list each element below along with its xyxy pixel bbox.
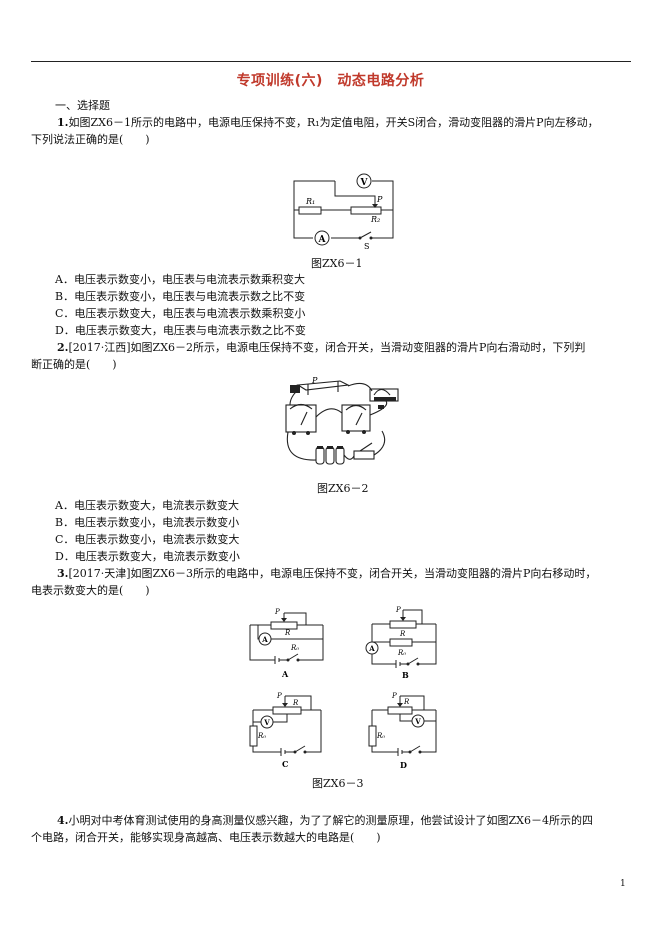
question-number: 4. [57, 814, 69, 827]
p-label: P [376, 195, 383, 204]
r2-label: R₂ [370, 215, 380, 224]
question-3-line-2: 电表示数变大的是( ) [31, 584, 150, 597]
question-4-line-2: 个电路，闭合开关，能够实现身高越高、电压表示数越大的电路是( ) [31, 831, 381, 844]
question-4-line-1: 4.小明对中考体育测试使用的身高测量仪感兴趣，为了了解它的测量原理，他尝试设计了… [57, 812, 593, 829]
option-b: B．电压表示数变小，电流表示数变小 [55, 516, 240, 529]
question-1-line-1: 1.如图ZX6－1所示的电路中，电源电压保持不变，R₁为定值电阻，开关S闭合，滑… [57, 114, 599, 131]
voltmeter-label: V [414, 717, 421, 726]
question-2-line-2: 断正确的是( ) [31, 358, 117, 371]
circuit-label-a: A [281, 669, 289, 679]
r-label: R [399, 630, 406, 638]
r0-label: R₀ [290, 644, 299, 652]
r1-label: R₁ [305, 197, 315, 206]
switch-label: S [364, 242, 369, 251]
page-title: 专项训练(六) 动态电路分析 [236, 73, 425, 89]
question-2-line-1: 2.[2017·江西]如图ZX6－2所示，电源电压保持不变，闭合开关，当滑动变阻… [57, 339, 585, 356]
figure-zx6-3-circuit-c: P R R₀ V C [249, 692, 322, 769]
question-text: 如图ZX6－1所示的电路中，电源电压保持不变，R₁为定值电阻，开关S闭合，滑动变… [68, 116, 599, 129]
option-c: C．电压表示数变大，电压表与电流表示数乘积变小 [55, 307, 306, 320]
option-a: A．电压表示数变大，电流表示数变大 [55, 499, 239, 512]
question-number: 2. [57, 341, 69, 354]
circuit-label-d: D [400, 760, 407, 770]
circuit-label-b: B [402, 670, 409, 680]
p-label: P [276, 692, 282, 700]
ammeter-label: A [318, 235, 327, 245]
question-3-line-1: 3.[2017·天津]如图ZX6－3所示的电路中，电源电压保持不变，闭合开关，当… [57, 565, 596, 582]
ammeter-label: A [368, 644, 375, 653]
r0-label: R₀ [397, 649, 406, 657]
question-1-line-2: 下列说法正确的是( ) [31, 133, 150, 146]
slider-p-label: P [311, 376, 318, 385]
option-d: D．电压表示数变大，电压表与电流表示数之比不变 [55, 324, 306, 337]
figure-caption: 图ZX6－1 [311, 257, 363, 270]
figure-zx6-3-circuit-b: P R R₀ A B [365, 606, 437, 680]
p-label: P [395, 606, 401, 614]
r0-label: R₀ [257, 732, 266, 740]
question-text: [2017·江西]如图ZX6－2所示，电源电压保持不变，闭合开关，当滑动变阻器的… [68, 341, 586, 354]
figure-zx6-3-circuit-d: P R R₀ V D [368, 692, 437, 770]
figure-zx6-1-circuit: V A R₁ P R₂ S [293, 173, 394, 251]
r-label: R [403, 698, 410, 706]
page-number: 1 [620, 879, 626, 889]
p-label: P [391, 692, 397, 700]
header-rule [31, 61, 631, 62]
option-b: B．电压表示数变小，电压表与电流表示数之比不变 [55, 290, 306, 303]
question-text: [2017·天津]如图ZX6－3所示的电路中，电源电压保持不变，闭合开关，当滑动… [68, 567, 597, 580]
voltmeter-label: V [360, 178, 369, 188]
circuit-label-c: C [282, 759, 288, 769]
question-number: 1. [57, 116, 69, 129]
r0-label: R₀ [376, 732, 385, 740]
r-label: R [284, 629, 291, 637]
section-heading: 一、选择题 [55, 99, 110, 112]
ammeter-label: A [261, 635, 268, 644]
voltmeter-label: V [263, 718, 270, 727]
r-label: R [292, 699, 299, 707]
question-number: 3. [57, 567, 69, 580]
p-label: P [274, 608, 280, 616]
option-d: D．电压表示数变大，电流表示数变小 [55, 550, 240, 563]
question-text: 小明对中考体育测试使用的身高测量仪感兴趣，为了了解它的测量原理，他尝试设计了如图… [68, 814, 593, 827]
figure-caption: 图ZX6－2 [317, 482, 369, 495]
figure-zx6-2-physical-circuit: P [285, 376, 399, 465]
figure-zx6-3-circuit-a: P R R₀ A A [249, 608, 324, 679]
option-c: C．电压表示数变小，电流表示数变大 [55, 533, 240, 546]
figure-caption: 图ZX6－3 [312, 777, 364, 790]
option-a: A．电压表示数变小，电压表与电流表示数乘积变大 [55, 273, 305, 286]
